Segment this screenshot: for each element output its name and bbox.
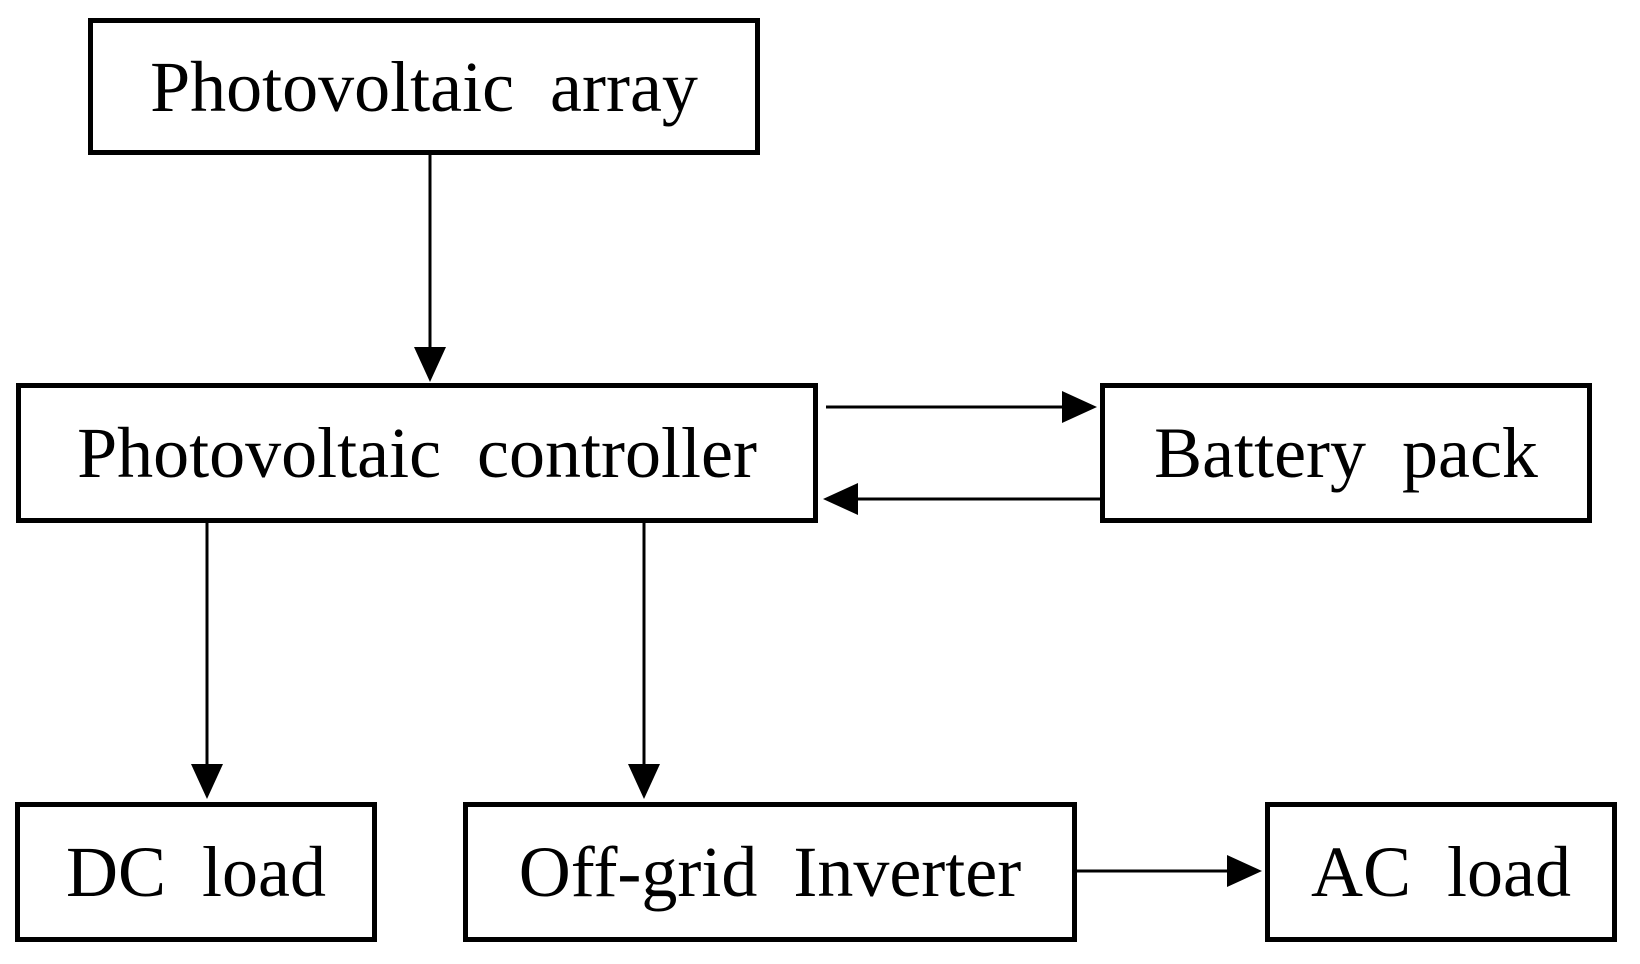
node-photovoltaic-array-label: Photovoltaic array [150,46,698,127]
node-ac-load-label: AC load [1311,832,1571,912]
arrow-controller-to-inverter [628,523,660,799]
node-photovoltaic-controller: Photovoltaic controller [16,383,818,523]
arrow-inverter-to-ac-load [1077,855,1262,887]
node-ac-load: AC load [1265,802,1617,942]
node-dc-load: DC load [15,802,377,942]
arrow-controller-to-battery [826,391,1097,423]
node-battery-pack-label: Battery pack [1154,413,1538,493]
node-photovoltaic-controller-label: Photovoltaic controller [77,413,757,493]
arrow-controller-to-dc-load [191,523,223,799]
node-dc-load-label: DC load [66,832,326,912]
node-off-grid-inverter: Off-grid Inverter [463,802,1077,942]
node-off-grid-inverter-label: Off-grid Inverter [518,832,1022,912]
arrow-array-to-controller [414,155,446,382]
node-battery-pack: Battery pack [1100,383,1592,523]
arrow-battery-to-controller [823,483,1100,515]
node-photovoltaic-array: Photovoltaic array [88,18,760,155]
